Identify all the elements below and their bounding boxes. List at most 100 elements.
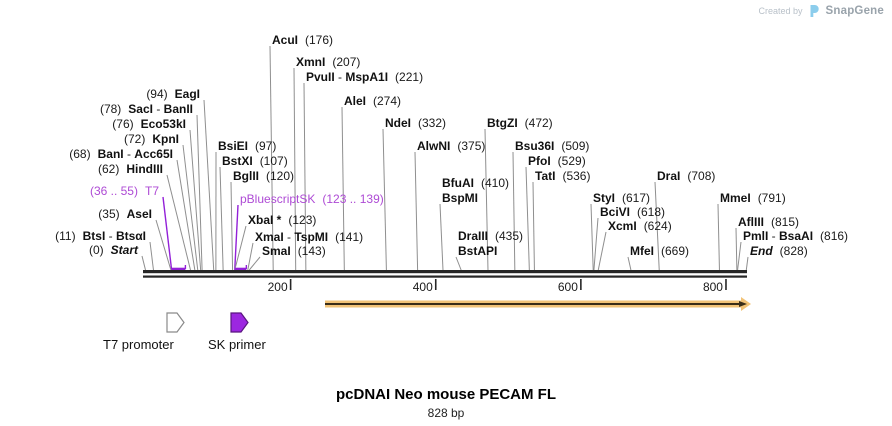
sk-primer-label: SK primer (208, 337, 266, 352)
site-position: (274) (373, 94, 402, 108)
site-position: (36 .. 55) (89, 184, 138, 198)
enzyme-site-label: XmnI(207) (296, 56, 360, 69)
enzyme-name: XmnI (296, 55, 326, 69)
site-callout-line (234, 225, 247, 271)
site-callout-line (512, 151, 516, 271)
name-separator: - (152, 102, 164, 116)
site-position: (435) (495, 229, 524, 243)
enzyme-site-label: (78)SacI - BanII (100, 103, 193, 116)
enzyme-site-label: DraIII(435) (458, 230, 523, 243)
enzyme-site-label: StyI(617) (593, 192, 650, 205)
site-callout-line (414, 151, 419, 271)
site-callout-line (219, 166, 224, 271)
site-position: (617) (622, 191, 651, 205)
site-callout-line (196, 114, 203, 271)
watermark-brand-text: SnapGene (825, 5, 884, 17)
enzyme-site-label: End(828) (750, 245, 808, 258)
enzyme-site-label: (0)Start (89, 244, 138, 257)
site-callout-line (745, 256, 749, 271)
site-position: (94) (146, 87, 168, 101)
site-callout-line (484, 128, 489, 271)
site-callout-line (717, 203, 720, 271)
enzyme-site-label: (11)BtsI - BtsαI (55, 230, 146, 243)
enzyme-name: BanI (97, 147, 124, 161)
name-separator: - (283, 230, 295, 244)
enzyme-name: pBluescriptSK (240, 192, 316, 206)
enzyme-name: SmaI (262, 244, 291, 258)
feature-callout-line (162, 196, 173, 271)
site-callout-line (269, 45, 274, 271)
enzyme-name: End (750, 244, 773, 258)
site-position: (68) (69, 147, 91, 161)
enzyme-name: XbaI * (248, 213, 282, 227)
enzyme-name: AleI (344, 94, 367, 108)
sequence-line-bottom (143, 275, 747, 278)
site-position: (72) (123, 132, 146, 146)
site-callout-line (597, 231, 607, 271)
site-position: (221) (395, 70, 424, 84)
enzyme-name: Start (110, 243, 138, 257)
axis-tick-label: 800 (702, 280, 723, 294)
site-callout-line (735, 227, 738, 271)
site-position: (472) (524, 116, 553, 130)
site-position: (618) (637, 205, 666, 219)
snapgene-watermark: Created by SnapGene (758, 4, 884, 18)
enzyme-site-label: AlwNI(375) (417, 140, 485, 153)
enzyme-site-label: PfoI(529) (528, 155, 586, 168)
enzyme-site-label: PmlI - BsaAI(816) (743, 230, 848, 243)
enzyme-name: HindIII (126, 162, 163, 176)
enzyme-name: BstXI (222, 154, 253, 168)
enzyme-name: BsiEI (218, 139, 249, 153)
enzyme-site-label: BglII(120) (233, 170, 294, 183)
enzyme-name: BstAPI (458, 244, 498, 258)
enzyme-site-label: BstAPI (458, 245, 497, 258)
enzyme-name: TspMI (294, 230, 329, 244)
enzyme-name: BanII (163, 102, 193, 116)
site-callout-line (303, 82, 307, 271)
enzyme-site-label: BfuAI(410) (442, 177, 509, 190)
feature-callout-line (234, 204, 239, 271)
site-position: (143) (297, 244, 326, 258)
enzyme-name: Bsu36I (515, 139, 555, 153)
enzyme-site-label: AleI (274) (344, 95, 401, 108)
enzyme-site-label: (76)Eco53kI (112, 118, 186, 131)
site-position: (791) (757, 191, 786, 205)
site-position: (529) (557, 154, 586, 168)
t7-promoter-label: T7 promoter (103, 337, 174, 352)
enzyme-name: BtgZI (487, 116, 518, 130)
site-callout-line (141, 255, 146, 271)
site-position: (11) (55, 229, 76, 243)
enzyme-site-label: NdeI(332) (385, 117, 446, 130)
site-position: (816) (820, 229, 849, 243)
enzyme-site-label: (68)BanI - Acc65I (69, 148, 173, 161)
site-position: (815) (771, 215, 800, 229)
enzyme-name: AcuI (272, 33, 299, 47)
enzyme-name: BsaAI (779, 229, 814, 243)
enzyme-name: AseI (126, 207, 152, 221)
enzyme-site-label: AcuI(176) (272, 34, 333, 47)
enzyme-site-label: BsiEI(97) (218, 140, 276, 153)
enzyme-name: Eco53kI (140, 117, 186, 131)
enzyme-site-label: PvuII - MspA1I(221) (306, 71, 423, 84)
enzyme-site-label: XcmI(624) (608, 220, 672, 233)
enzyme-name: MspA1I (345, 70, 389, 84)
site-position: (35) (98, 207, 120, 221)
sequence-line-top (143, 270, 747, 274)
enzyme-name: AflIII (738, 215, 764, 229)
site-callout-line (189, 129, 202, 271)
watermark-created-by-text: Created by (758, 6, 803, 16)
enzyme-name: BciVI (600, 205, 631, 219)
site-callout-line (149, 241, 154, 271)
map-title: pcDNAI Neo mouse PECAM FL (335, 386, 557, 403)
enzyme-site-label: BspMI (442, 192, 478, 205)
enzyme-site-label: (35) AseI (98, 208, 152, 221)
axis-tick-label: 200 (267, 280, 288, 294)
site-callout-line (182, 144, 199, 271)
enzyme-name: XcmI (608, 219, 637, 233)
enzyme-name: PvuII (306, 70, 335, 84)
site-position: (375) (457, 139, 486, 153)
promoter-arrow-icon (166, 312, 185, 333)
site-callout-line (230, 181, 234, 271)
enzyme-site-label: SmaI (143) (262, 245, 326, 258)
site-callout-line (176, 159, 196, 271)
